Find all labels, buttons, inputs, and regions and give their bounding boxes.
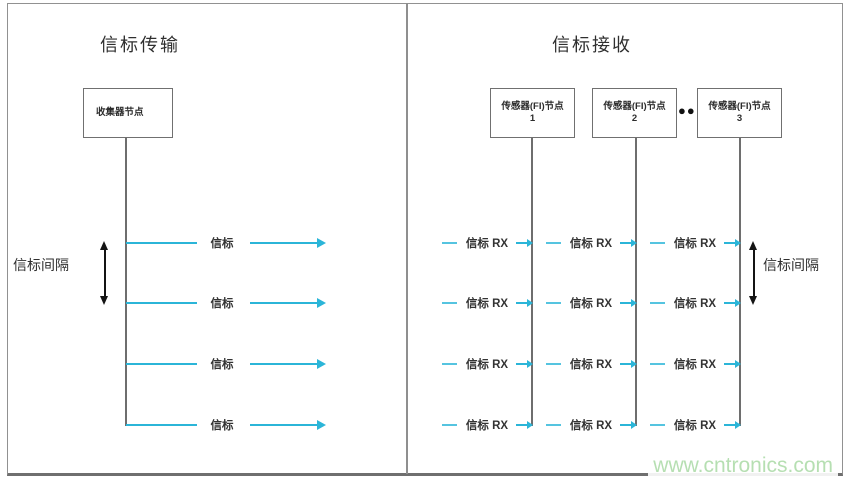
sensor-node-label: 传感器(FI)节点 (501, 101, 564, 112)
sensor-timeline-1 (531, 138, 533, 426)
beacon-line (126, 302, 197, 304)
rx-label: 信标 RX (673, 298, 717, 310)
rx-arrow-line (516, 302, 527, 304)
sensor-timeline-2 (635, 138, 637, 426)
sensor-node-number: 2 (631, 113, 638, 124)
rx-label: 信标 RX (673, 420, 717, 432)
sensor-timeline-3 (739, 138, 741, 426)
interval-arrow-down-icon (100, 296, 108, 305)
beacon-line (126, 424, 197, 426)
rx-arrow-line (516, 363, 527, 365)
rx-dash (546, 363, 561, 365)
interval-arrow-down-icon (749, 296, 757, 305)
rx-dash (650, 242, 665, 244)
interval-arrow-up-icon (100, 241, 108, 250)
beacon-line (126, 363, 197, 365)
collector-node-label: 收集器节点 (96, 107, 144, 118)
interval-arrow-line (753, 249, 755, 297)
beacon-arrow-line (250, 242, 317, 244)
interval-arrow-up-icon (749, 241, 757, 250)
rx-dash (442, 363, 457, 365)
beacon-label: 信标 (210, 420, 234, 432)
rx-dash (546, 242, 561, 244)
rx-dash (546, 302, 561, 304)
rx-arrowhead-icon (735, 299, 741, 307)
sensor-node-label: 传感器(FI)节点 (708, 101, 771, 112)
collector-node-box: 收集器节点 (83, 88, 173, 138)
left-interval-label: 信标间隔 (13, 259, 69, 274)
rx-arrowhead-icon (527, 421, 533, 429)
rx-label: 信标 RX (569, 359, 613, 371)
rx-label: 信标 RX (569, 238, 613, 250)
rx-arrow-line (620, 302, 631, 304)
right-interval-label: 信标间隔 (763, 259, 819, 274)
beacon-arrow-line (250, 424, 317, 426)
rx-dash (442, 242, 457, 244)
rx-dash (442, 424, 457, 426)
rx-dash (650, 424, 665, 426)
rx-arrow-line (620, 424, 631, 426)
rx-dash (650, 302, 665, 304)
rx-label: 信标 RX (569, 420, 613, 432)
rx-arrowhead-icon (631, 299, 637, 307)
rx-arrowhead-icon (631, 239, 637, 247)
rx-arrow-line (724, 363, 735, 365)
beacon-arrowhead-icon (317, 359, 326, 369)
rx-arrow-line (620, 363, 631, 365)
sensor-node-box-1: 传感器(FI)节点 1 (490, 88, 575, 138)
interval-arrow-line (104, 249, 106, 297)
rx-arrow-line (724, 424, 735, 426)
beacon-arrowhead-icon (317, 298, 326, 308)
sensor-node-label: 传感器(FI)节点 (603, 101, 666, 112)
sensor-node-box-2: 传感器(FI)节点 2 (592, 88, 677, 138)
right-panel-title: 信标接收 (552, 35, 632, 55)
rx-arrow-line (724, 242, 735, 244)
sensor-node-number: 3 (736, 113, 743, 124)
rx-arrowhead-icon (735, 421, 741, 429)
rx-label: 信标 RX (673, 238, 717, 250)
beacon-label: 信标 (210, 298, 234, 310)
rx-arrowhead-icon (735, 239, 741, 247)
watermark-text: www.cntronics.com (648, 453, 838, 479)
rx-label: 信标 RX (465, 359, 509, 371)
rx-arrowhead-icon (631, 421, 637, 429)
rx-label: 信标 RX (465, 238, 509, 250)
ellipsis-dots: ●● (678, 103, 696, 118)
rx-label: 信标 RX (465, 298, 509, 310)
diagram-frame (7, 3, 843, 476)
rx-arrowhead-icon (735, 360, 741, 368)
rx-label: 信标 RX (569, 298, 613, 310)
rx-arrow-line (516, 424, 527, 426)
beacon-arrow-line (250, 302, 317, 304)
rx-arrow-line (620, 242, 631, 244)
rx-label: 信标 RX (465, 420, 509, 432)
rx-arrow-line (516, 242, 527, 244)
beacon-arrow-line (250, 363, 317, 365)
rx-dash (442, 302, 457, 304)
beacon-arrowhead-icon (317, 420, 326, 430)
beacon-label: 信标 (210, 359, 234, 371)
rx-dash (546, 424, 561, 426)
beacon-line (126, 242, 197, 244)
rx-arrowhead-icon (631, 360, 637, 368)
collector-timeline (125, 137, 127, 426)
panel-divider (406, 3, 408, 474)
rx-arrowhead-icon (527, 360, 533, 368)
rx-arrowhead-icon (527, 299, 533, 307)
sensor-node-box-3: 传感器(FI)节点 3 (697, 88, 782, 138)
rx-label: 信标 RX (673, 359, 717, 371)
rx-dash (650, 363, 665, 365)
beacon-label: 信标 (210, 238, 234, 250)
left-panel-title: 信标传输 (100, 35, 180, 55)
rx-arrowhead-icon (527, 239, 533, 247)
beacon-arrowhead-icon (317, 238, 326, 248)
sensor-node-number: 1 (529, 113, 536, 124)
rx-arrow-line (724, 302, 735, 304)
